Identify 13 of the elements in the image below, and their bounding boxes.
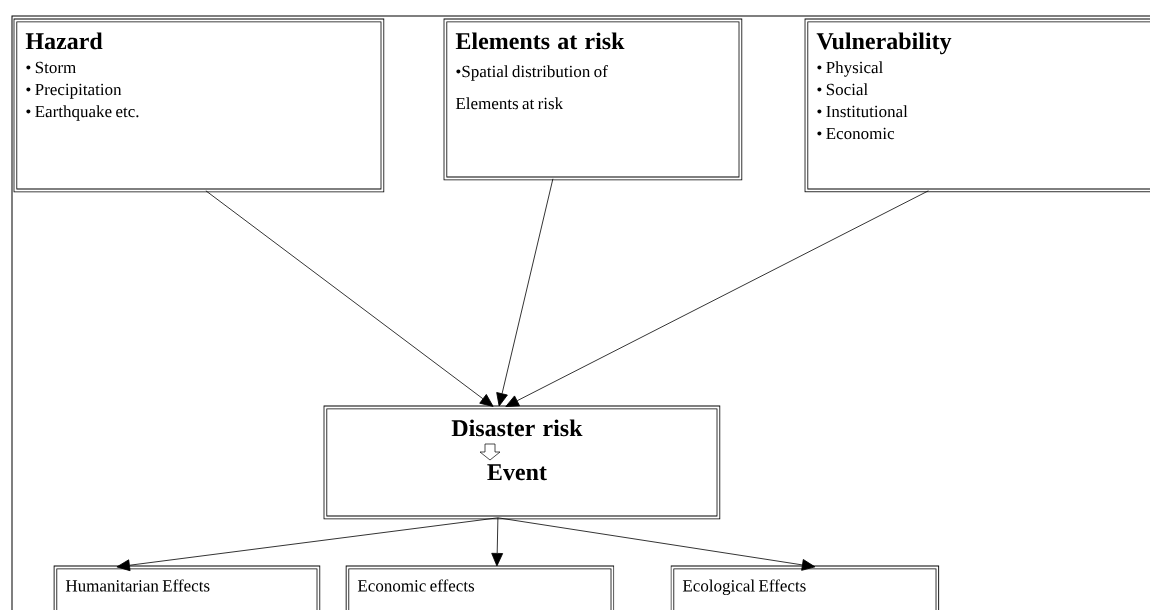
arrow: [505, 190, 929, 407]
arrow: [116, 517, 499, 572]
arrow: [497, 517, 816, 571]
effects-box: Economic effects: [345, 565, 615, 610]
arrow: [496, 178, 554, 407]
effects-box: Humanitarian Effects: [53, 565, 321, 610]
hazard-box: Hazard • Storm • Precipitation • Earthquake etc.: [13, 18, 385, 193]
vulnerability-box: Vulnerability • Physical • Social • Institutional • Economic: [804, 18, 1150, 193]
elements-box: Elements at risk •Spatial distribution of Elements at risk: [443, 18, 743, 181]
disaster-risk-box: Disaster risk Event: [323, 405, 721, 520]
arrow: [491, 517, 504, 567]
arrow: [205, 190, 494, 407]
effects-box: Ecological Effects: [670, 565, 940, 610]
